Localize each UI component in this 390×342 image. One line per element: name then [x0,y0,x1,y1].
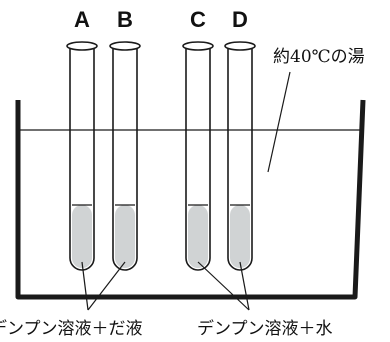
tube-d-liquid [230,205,250,268]
tube-c-rim [182,41,214,51]
caption-starch-water: デンプン溶液＋水 [197,318,333,339]
tube-label-c: C [190,7,206,32]
hot-water-label: 約40℃の湯 [273,47,365,67]
hot-water-leader-line [267,71,291,173]
pointer-c [197,261,250,311]
test-tube-c [182,41,214,271]
tube-c-body [185,47,211,271]
beaker-outline [15,99,366,300]
pointer-b [87,261,126,311]
caption-starch-saliva: デンプン溶液＋だ液 [0,318,143,339]
tube-a-body [69,47,95,271]
pointer-a [81,261,89,311]
tube-d-rim [224,41,256,51]
tube-d-body [227,47,253,271]
tube-label-a: A [74,7,90,32]
test-tube-b [109,41,141,271]
tube-a-liquid [72,205,92,268]
tube-b-liquid [115,205,135,268]
water-pointer-lines [197,261,250,311]
tube-label-d: D [232,7,248,32]
tube-c-liquid [188,205,208,268]
tube-b-body [112,47,138,271]
tube-a-rim [66,41,98,51]
saliva-pointer-lines [81,261,126,311]
water-bath-beaker [15,99,366,300]
test-tube-d [224,41,256,271]
tube-label-b: B [117,7,133,32]
pointer-d [239,261,250,311]
test-tube-a [66,41,98,271]
tube-b-rim [109,41,141,51]
